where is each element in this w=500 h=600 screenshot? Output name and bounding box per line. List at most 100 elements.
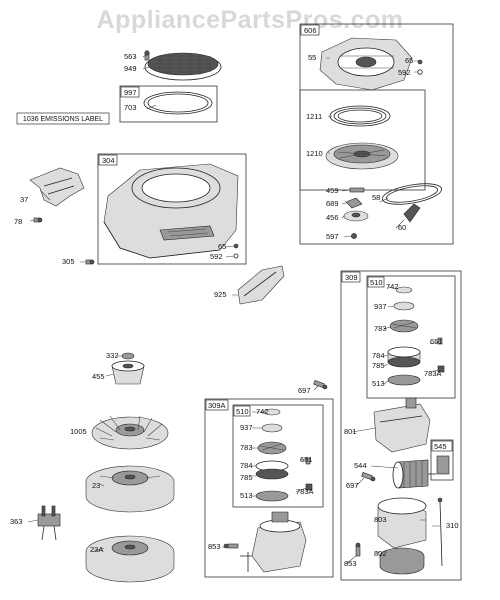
screw-853-right: [355, 542, 361, 557]
emissions-label-box: [16, 112, 110, 125]
group-tag-309A: [205, 399, 229, 411]
group-label-309A: 309A: [208, 401, 226, 410]
label-853-left: 853: [208, 542, 221, 551]
flywheel-23-part: [85, 465, 175, 513]
shield-37-part: [29, 167, 85, 207]
gasket-703-part: [143, 91, 213, 115]
screw-697-lower: [361, 472, 376, 482]
group-label-997: 997: [124, 88, 137, 97]
label-937-lower: 937: [240, 423, 253, 432]
label-783-upper: 783: [374, 324, 387, 333]
drive-stack-lower: [255, 408, 313, 502]
starter-motor-309: [373, 397, 431, 453]
group-frame-309: [340, 270, 462, 581]
group-tag-304: [98, 154, 118, 166]
starter-motor-309A: [240, 511, 307, 573]
label-305: 305: [62, 257, 75, 266]
label-784-lower: 784: [240, 461, 253, 470]
emissions-label-text: 1036 EMISSIONS LABEL: [23, 116, 103, 123]
group-frame-510-lower: [232, 404, 324, 508]
group-label-606: 606: [304, 26, 317, 35]
label-651-upper: 651: [430, 337, 443, 346]
group-tag-545: [431, 440, 453, 452]
blower-housing-304-part: [103, 163, 239, 259]
group-frame-545: [430, 439, 454, 481]
label-65-starter: 65: [405, 56, 413, 65]
group-label-309: 309: [345, 273, 358, 282]
watermark-text: AppliancePartsPros.com: [97, 6, 404, 34]
group-label-545: 545: [434, 442, 447, 451]
motor-housing-803: [377, 497, 427, 549]
bracket-363-part: [37, 505, 61, 541]
label-783-lower: 783: [240, 443, 253, 452]
armature-544-part: [392, 459, 436, 489]
label-1211: 1211: [306, 112, 322, 121]
label-801: 801: [344, 427, 357, 436]
group-tag-606: [300, 24, 320, 36]
end-cap-802-part: [379, 547, 425, 575]
hardware-65-592-starter: [417, 59, 423, 75]
part-labels: 563 949 703 37 78 305 65 592 925 55 65 5…: [10, 52, 459, 568]
label-513-lower: 513: [240, 491, 253, 500]
label-1005: 1005: [70, 427, 87, 436]
label-703: 703: [124, 103, 137, 112]
label-544: 544: [354, 461, 367, 470]
label-456: 456: [326, 213, 339, 222]
fan-1005-part: [91, 415, 169, 450]
group-label-510-lower: 510: [236, 407, 249, 416]
cover-925-part: [237, 265, 285, 305]
label-697-lower: 697: [346, 481, 359, 490]
label-697-upper: 697: [298, 386, 311, 395]
label-37: 37: [20, 195, 28, 204]
label-689: 689: [326, 199, 339, 208]
label-783A-lower: 783A: [296, 487, 314, 496]
label-742-upper: 742: [386, 282, 399, 291]
label-783A-upper: 783A: [424, 369, 442, 378]
flywheel-23A-part: [85, 535, 175, 583]
label-592-housing: 592: [210, 252, 223, 261]
label-803: 803: [374, 515, 387, 524]
label-1210: 1210: [306, 149, 323, 158]
label-742-lower: 742: [256, 407, 269, 416]
group-tag-309: [341, 271, 361, 283]
label-802: 802: [374, 549, 387, 558]
label-592-starter: 592: [398, 68, 411, 77]
label-332: 332: [106, 351, 119, 360]
brush-545-part: [436, 455, 450, 475]
group-label-510-upper: 510: [370, 278, 383, 287]
group-label-304: 304: [102, 156, 115, 165]
hardware-65-592-housing: [233, 243, 239, 259]
label-55: 55: [308, 53, 316, 62]
group-tag-997: [120, 86, 140, 98]
label-58: 58: [372, 193, 380, 202]
label-925: 925: [214, 290, 227, 299]
screw-78-part: [33, 217, 43, 223]
label-60: 60: [398, 223, 406, 232]
label-78: 78: [14, 217, 22, 226]
label-853-right: 853: [344, 559, 357, 568]
label-563: 563: [124, 52, 137, 61]
label-597: 597: [326, 232, 339, 241]
screw-563-part: [144, 50, 150, 61]
label-23A: 23A: [90, 545, 103, 554]
label-651-lower: 651: [300, 455, 313, 464]
label-23: 23: [92, 481, 100, 490]
bolt-310-part: [437, 497, 443, 567]
group-frame-309A: [204, 398, 334, 578]
screw-853-left: [223, 543, 239, 549]
flywheel-nut-332: [121, 352, 135, 360]
label-785-upper: 785: [372, 361, 385, 370]
group-frame-304: [97, 153, 247, 265]
screw-697-upper: [313, 380, 328, 390]
spring-1211-part: [329, 105, 391, 127]
label-937-upper: 937: [374, 302, 387, 311]
pulley-1210-part: [325, 142, 399, 170]
group-frame-997: [119, 85, 218, 123]
label-363: 363: [10, 517, 23, 526]
label-65-housing: 65: [218, 242, 226, 251]
drive-stack-upper: [387, 286, 445, 386]
group-tag-510-lower: [233, 405, 251, 417]
label-785-lower: 785: [240, 473, 253, 482]
